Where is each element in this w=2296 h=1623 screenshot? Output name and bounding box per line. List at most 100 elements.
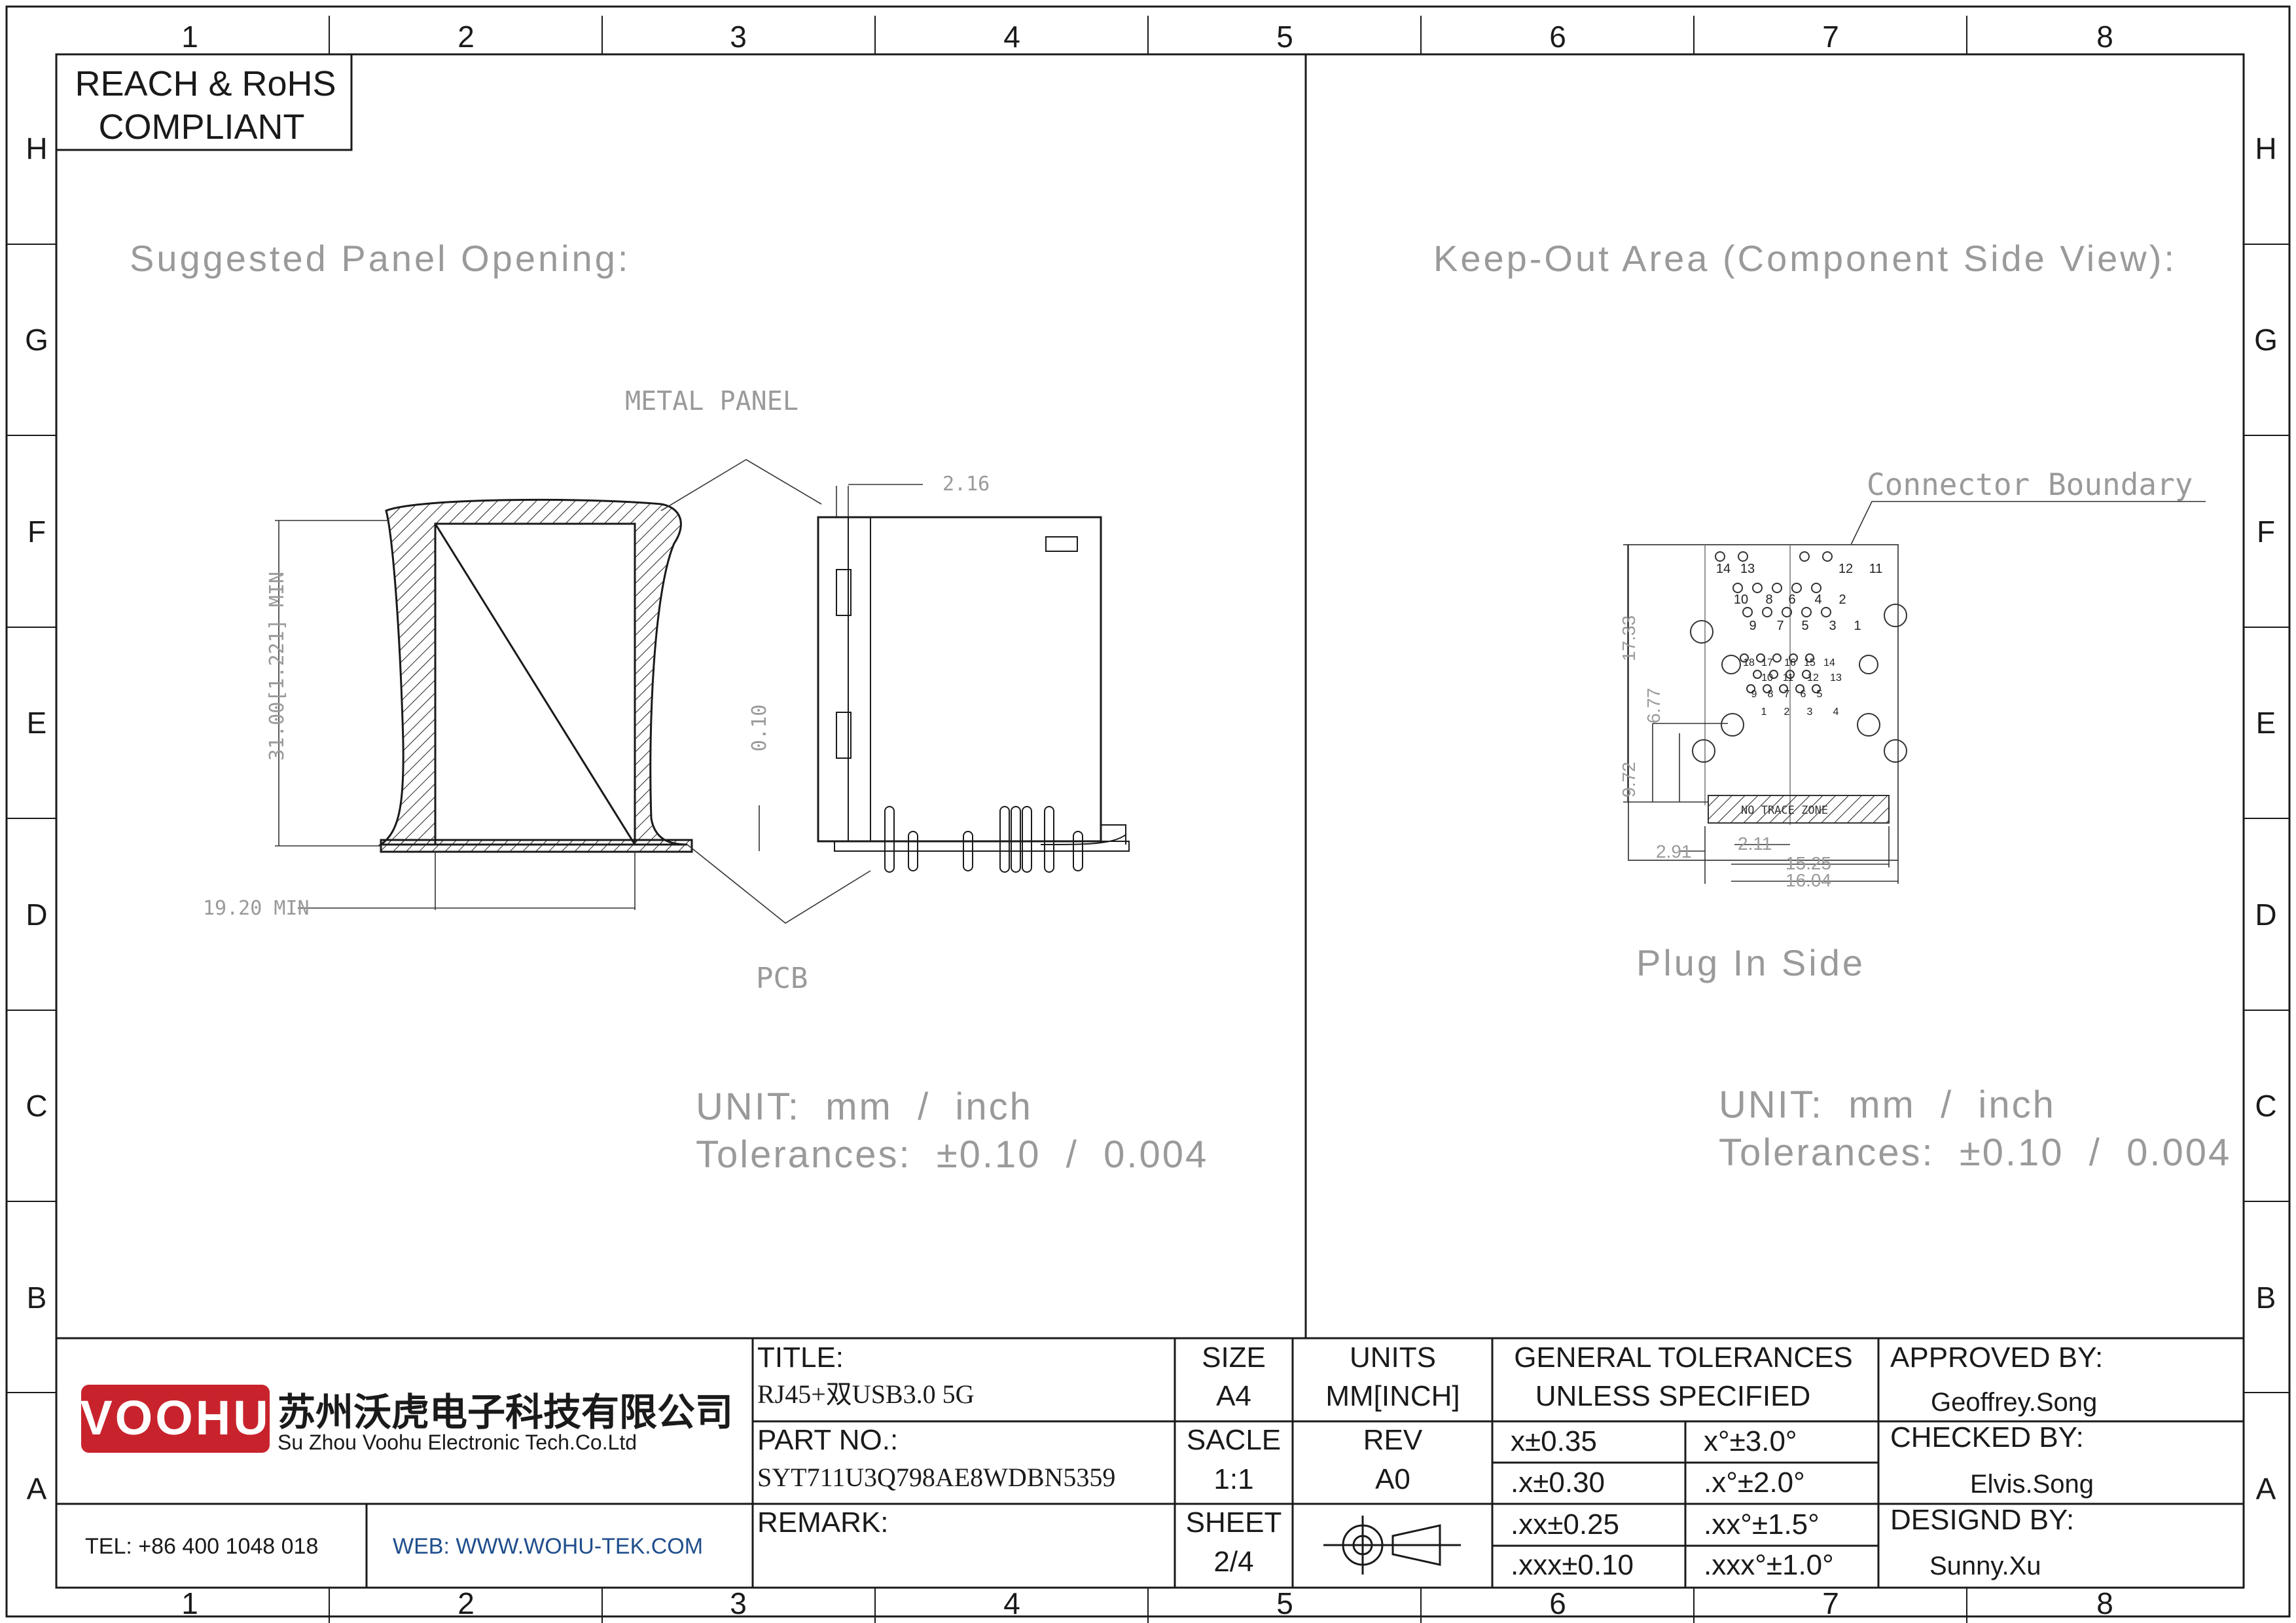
col-label-5-bottom: 5: [1276, 1586, 1293, 1620]
col-label-1-top: 1: [181, 20, 198, 54]
size-label: SIZE: [1202, 1341, 1266, 1374]
col-label-1-bottom: 1: [181, 1586, 198, 1620]
row-label-e-right: E: [2256, 706, 2276, 740]
col-label-4-top: 4: [1003, 20, 1020, 54]
panel-diagonal: [434, 523, 636, 845]
row-label-g-right: G: [2254, 323, 2278, 357]
row-label-d-right: D: [2255, 898, 2276, 932]
units-label: UNITS: [1350, 1341, 1436, 1374]
usb-pin-label: 15: [1804, 657, 1816, 668]
usb-pin-label: 11: [1783, 672, 1794, 684]
col-label-7-bottom: 7: [1822, 1586, 1839, 1620]
pin-label: 8: [1765, 593, 1772, 607]
plug-in-side-label: Plug In Side: [1636, 942, 1865, 983]
usb-pin-label: 12: [1807, 672, 1819, 684]
dim-2-91: 2.91: [1656, 841, 1692, 862]
sheet-label: SHEET: [1186, 1506, 1282, 1539]
right-tolerance-line: Tolerances: ±0.10 / 0.004: [1719, 1131, 2231, 1174]
usb-pin-label: 8: [1768, 689, 1774, 700]
design-label: DESIGND BY:: [1890, 1504, 2074, 1536]
web-link[interactable]: WEB: WWW.WOHU-TEK.COM: [393, 1534, 703, 1559]
scale-label: SACLE: [1187, 1424, 1281, 1456]
compliance-line-1: REACH & RoHS: [75, 64, 336, 103]
title-value: RJ45+双USB3.0 5G: [757, 1379, 975, 1409]
row-label-b-right: B: [2256, 1281, 2276, 1315]
usb-pin-label: 1: [1761, 706, 1767, 718]
usb-pin-label: 16: [1784, 657, 1796, 668]
part-label: PART NO.:: [757, 1424, 898, 1456]
col-label-3-top: 3: [730, 20, 747, 54]
company-logo: [81, 1385, 270, 1453]
usb-pin-label: 13: [1830, 672, 1842, 684]
usb-pin-label: 5: [1817, 689, 1823, 700]
pin-label: 4: [1814, 593, 1821, 607]
col-label-6-top: 6: [1549, 20, 1566, 54]
tol-x3: .xxx±0.10: [1511, 1549, 1634, 1581]
pin-label: 1: [1854, 619, 1861, 633]
pcb-label: PCB: [756, 962, 808, 995]
checked-by: Elvis.Song: [1970, 1470, 2094, 1499]
connector-side-view: [817, 484, 1130, 873]
col-label-6-bottom: 6: [1549, 1586, 1566, 1620]
col-label-4-bottom: 4: [1003, 1586, 1020, 1620]
units-value: MM[INCH]: [1325, 1380, 1460, 1412]
usb-pin-label: 9: [1751, 689, 1757, 700]
scale-value: 1:1: [1213, 1463, 1253, 1495]
usb-pin-label: 4: [1833, 706, 1839, 718]
approved-by: Geoffrey.Song: [1931, 1388, 2097, 1417]
rev-label: REV: [1363, 1424, 1423, 1456]
row-label-g-left: G: [25, 323, 48, 357]
pin-label: 5: [1801, 619, 1808, 633]
sheet-value: 2/4: [1213, 1546, 1253, 1578]
pin-label: 10: [1734, 593, 1748, 607]
compliance-line-2: COMPLIANT: [98, 107, 304, 147]
pin-label: 12: [1839, 562, 1853, 576]
zone-ticks: [7, 16, 2289, 1623]
dim-height-label: 31.00[1.221] MIN: [266, 572, 289, 761]
tol-x2-angle: .xx°±1.5°: [1704, 1508, 1820, 1541]
tol-x1-angle: .x°±2.0°: [1704, 1467, 1805, 1499]
usb-pin-label: 2: [1784, 706, 1790, 718]
pin-label: 9: [1749, 619, 1756, 633]
part-value: SYT711U3Q798AE8WDBN5359: [757, 1463, 1115, 1492]
pin-label: 14: [1716, 562, 1731, 576]
left-tolerance-line: Tolerances: ±0.10 / 0.004: [696, 1133, 1208, 1176]
boundary-label: Connector Boundary: [1867, 467, 2193, 502]
col-label-8-bottom: 8: [2096, 1586, 2113, 1620]
row-label-f-left: F: [27, 515, 46, 549]
usb-pin-label: 3: [1807, 706, 1813, 718]
row-label-e-left: E: [27, 706, 47, 740]
pin-label: 11: [1869, 562, 1883, 576]
pin-label: 3: [1829, 619, 1836, 633]
designed-by: Sunny.Xu: [1929, 1552, 2041, 1580]
company-name-en: Su Zhou Voohu Electronic Tech.Co.Ltd: [278, 1431, 637, 1454]
dim-9-72: 9.72: [1619, 762, 1639, 798]
tol-x2: .xx±0.25: [1511, 1508, 1619, 1541]
pin-label: 6: [1788, 593, 1795, 607]
usb-pin-label: 6: [1801, 689, 1806, 700]
tel-text: TEL: +86 400 1048 018: [85, 1534, 318, 1559]
pin-label: 7: [1776, 619, 1784, 633]
general-tolerances-line-1: GENERAL TOLERANCES: [1514, 1341, 1853, 1374]
dim-top-label: 2.16: [942, 473, 990, 496]
tol-x1: .x±0.30: [1511, 1467, 1605, 1499]
title-label: TITLE:: [757, 1341, 844, 1374]
inner-border: [55, 53, 2245, 1589]
remark-label: REMARK:: [757, 1506, 888, 1539]
approved-label: APPROVED BY:: [1890, 1341, 2103, 1374]
row-label-c-right: C: [2255, 1089, 2276, 1123]
footprint: [1628, 544, 1907, 861]
pin-label: 2: [1839, 593, 1846, 607]
left-view-heading: Suggested Panel Opening:: [130, 238, 630, 279]
general-tolerances-line-2: UNLESS SPECIFIED: [1535, 1380, 1811, 1412]
col-label-7-top: 7: [1822, 20, 1839, 54]
row-label-f-right: F: [2257, 515, 2275, 549]
usb-pin-label: 7: [1784, 689, 1790, 700]
no-trace-zone-label: NO TRACE ZONE: [1741, 804, 1828, 817]
compliance-box: [55, 53, 353, 151]
col-label-2-top: 2: [457, 20, 475, 54]
row-label-h-right: H: [2255, 132, 2276, 166]
row-label-a-right: A: [2256, 1472, 2276, 1506]
row-label-b-left: B: [27, 1281, 47, 1315]
